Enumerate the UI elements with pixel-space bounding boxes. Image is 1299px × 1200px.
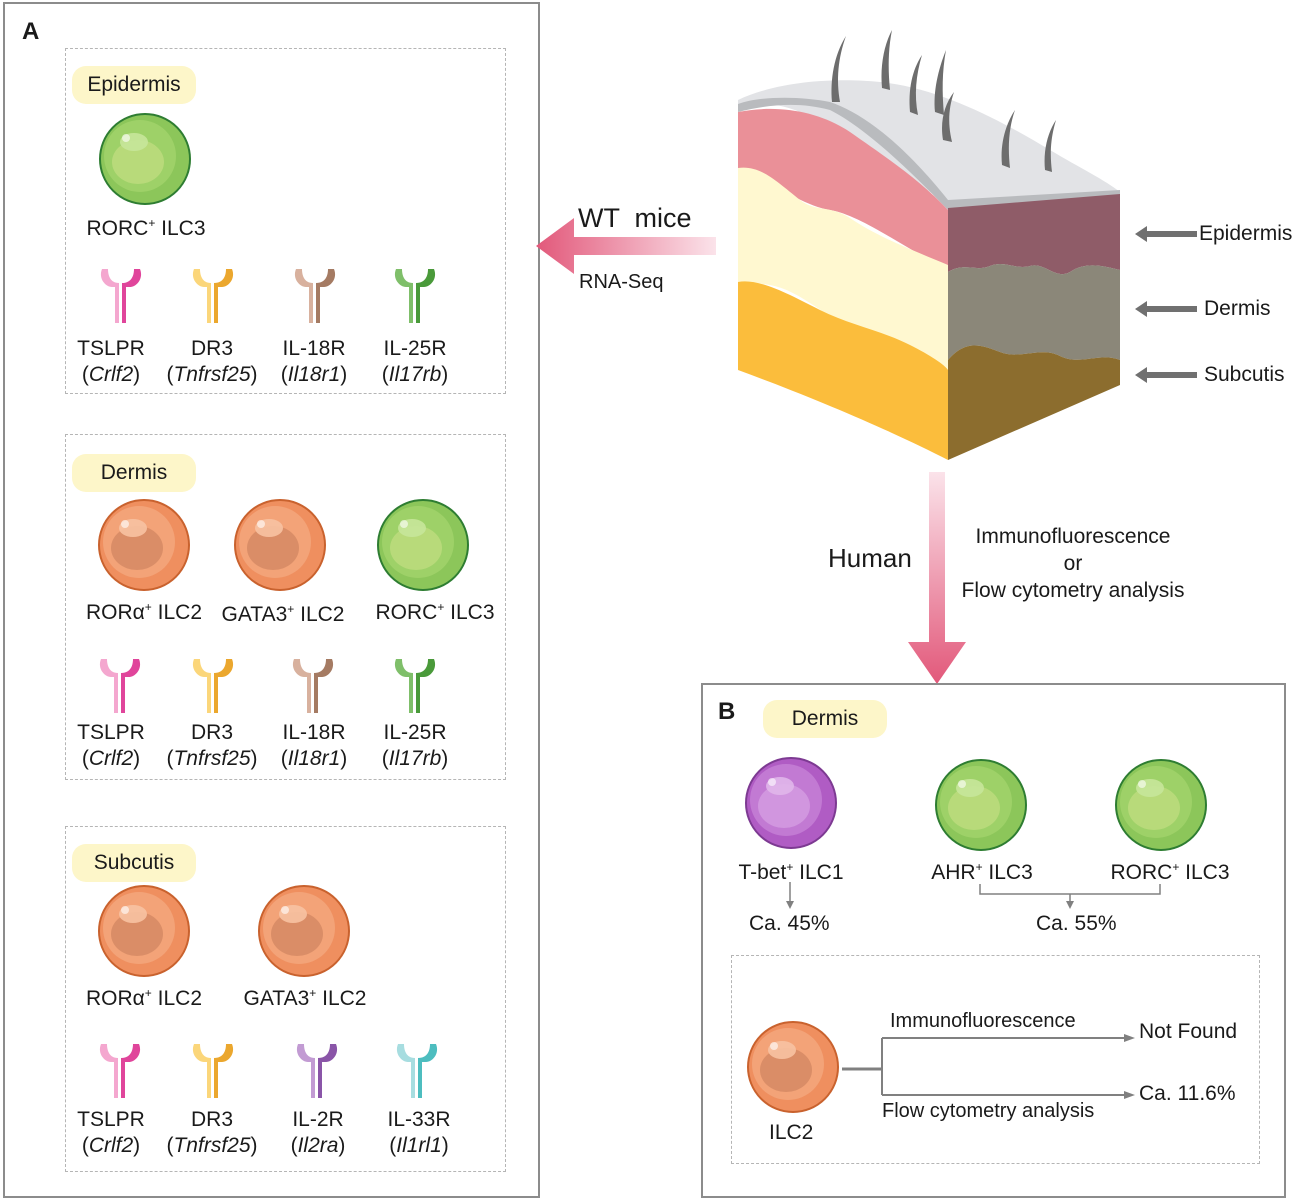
- panel-a: [3, 2, 540, 1198]
- panel-b: [701, 683, 1286, 1198]
- cell-label: RORC+ ILC3: [1110, 860, 1230, 884]
- method-or-label: or: [1063, 552, 1083, 575]
- cell-rora-ilc2-icon: [98, 885, 190, 977]
- receptor-label: IL-18R(Il18r1): [280, 721, 348, 770]
- ilc2-method-1: Immunofluorescence: [890, 1010, 1076, 1032]
- dr3-receptor-icon: [192, 659, 234, 713]
- tslpr-receptor-icon: [99, 659, 141, 713]
- cell-tbet-ilc1-icon: [745, 757, 837, 849]
- cell-label: GATA3+ ILC2: [221, 602, 345, 626]
- human-label: Human: [828, 543, 912, 573]
- cell-label: RORC+ ILC3: [86, 216, 206, 240]
- epidermis-layer-label: Epidermis: [1199, 222, 1293, 245]
- receptor-label: DR3(Tnfrsf25): [166, 1108, 258, 1157]
- panel-b-letter: B: [718, 698, 736, 725]
- receptor-label: IL-25R(Il17rb): [381, 721, 449, 770]
- il18r-receptor-icon: [292, 659, 334, 713]
- receptor-label: IL-33R(Il1rl1): [387, 1108, 451, 1157]
- ilc3-bracket-connector: [979, 884, 1161, 909]
- cell-label: RORα+ ILC2: [85, 600, 203, 624]
- cell-label: GATA3+ ILC2: [243, 986, 367, 1010]
- ilc2-branch-connector: [842, 1034, 1135, 1099]
- cell-label: T-bet+ ILC1: [738, 860, 844, 884]
- panel-a-letter: A: [22, 18, 40, 45]
- il25r-receptor-icon: [394, 269, 436, 323]
- cell-rorc-ilc3-icon: [1115, 759, 1207, 851]
- cell-gata3-ilc2-icon: [234, 499, 326, 591]
- receptor-label: IL-2R(Il2ra): [290, 1108, 346, 1157]
- subcutis-pointer-arrow-icon: [1135, 367, 1197, 383]
- mice-arrow-label: WT mice: [578, 203, 692, 233]
- method-label-1: Immunofluorescence: [975, 525, 1171, 548]
- mice-arrow-icon: [536, 218, 716, 274]
- cell-ilc2-icon: [747, 1021, 839, 1113]
- cell-ahr-ilc3-icon: [935, 759, 1027, 851]
- ilc1-connector: [786, 882, 794, 909]
- dermis-title: Dermis: [72, 454, 196, 492]
- ilc2-result-2: Ca. 11.6%: [1139, 1082, 1236, 1105]
- il25r-receptor-icon: [394, 659, 436, 713]
- cell-gata3-ilc2-icon: [258, 885, 350, 977]
- cell-rora-ilc2-icon: [98, 499, 190, 591]
- receptor-label: DR3(Tnfrsf25): [166, 337, 258, 386]
- il2r-receptor-icon: [296, 1044, 338, 1098]
- epidermis-box: [65, 48, 506, 394]
- skin-block-illustration: [738, 30, 1120, 460]
- tslpr-receptor-icon: [100, 269, 142, 323]
- ilc2-label: ILC2: [769, 1121, 814, 1144]
- ilc2-method-2: Flow cytometry analysis: [882, 1100, 1095, 1122]
- cell-label: AHR+ ILC3: [931, 860, 1033, 884]
- receptor-label: IL-25R(Il17rb): [381, 337, 449, 386]
- il18r-receptor-icon: [294, 269, 336, 323]
- ilc1-percentage: Ca. 45%: [749, 912, 830, 935]
- method-label-2: Flow cytometry analysis: [961, 579, 1185, 602]
- ilc3-percentage: Ca. 55%: [1036, 912, 1117, 935]
- tslpr-receptor-icon: [99, 1044, 141, 1098]
- dermis-pointer-arrow-icon: [1135, 301, 1197, 317]
- subcutis-box: [65, 826, 506, 1172]
- cell-label: RORC+ ILC3: [375, 600, 495, 624]
- subcutis-layer-label: Subcutis: [1204, 363, 1285, 386]
- ilc2-result-1: Not Found: [1139, 1020, 1238, 1043]
- receptor-label: TSLPR(Crlf2): [77, 721, 145, 770]
- epidermis-title: Epidermis: [72, 66, 196, 104]
- dermis-layer-label: Dermis: [1204, 297, 1271, 320]
- dr3-receptor-icon: [192, 1044, 234, 1098]
- epidermis-pointer-arrow-icon: [1135, 226, 1197, 242]
- cell-rorc-ilc3-icon: [99, 113, 191, 205]
- cell-rorc-ilc3-icon: [377, 499, 469, 591]
- human-arrow-icon: [908, 472, 966, 684]
- receptor-label: TSLPR(Crlf2): [77, 337, 145, 386]
- receptor-label: TSLPR(Crlf2): [77, 1108, 145, 1157]
- il33r-receptor-icon: [396, 1044, 438, 1098]
- ilc2-box: [731, 955, 1260, 1164]
- panel-b-title: Dermis: [763, 700, 887, 738]
- rna-seq-label: RNA-Seq: [579, 271, 664, 293]
- cell-label: RORα+ ILC2: [85, 986, 203, 1010]
- dermis-box: [65, 434, 506, 780]
- receptor-label: DR3(Tnfrsf25): [166, 721, 258, 770]
- receptor-label: IL-18R(Il18r1): [280, 337, 348, 386]
- subcutis-title: Subcutis: [72, 844, 196, 882]
- dr3-receptor-icon: [192, 269, 234, 323]
